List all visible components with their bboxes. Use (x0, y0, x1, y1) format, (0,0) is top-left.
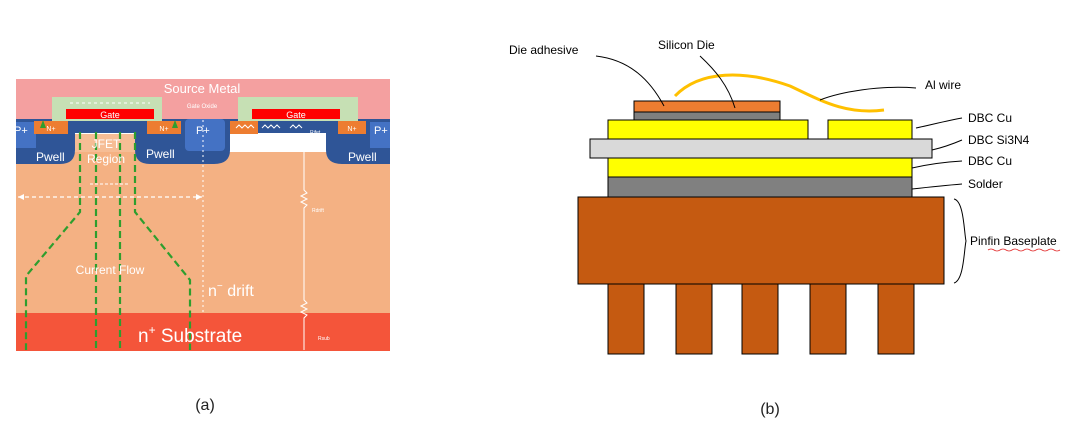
p-plus-right (370, 122, 390, 148)
die-adhesive-layer (633, 111, 781, 121)
gate-left-label: Gate (100, 110, 120, 120)
pwell-left-label: Pwell (36, 150, 65, 164)
n-plus-1-label: N+ (46, 126, 55, 133)
jfet-region (75, 134, 135, 168)
power-module-stack (577, 100, 945, 355)
rsub-label: Rsub (318, 336, 330, 342)
n-plus-2-label: N+ (159, 126, 168, 133)
die-adhesive-label: Die adhesive (509, 43, 579, 57)
leader-lines (595, 55, 967, 284)
gate-right (252, 109, 340, 119)
rch-label: Rch (262, 136, 271, 142)
pin-fin (675, 283, 713, 355)
gate-oxide-label: Gate Oxide (187, 104, 218, 110)
pwell-middle-label: Pwell (146, 147, 175, 161)
p-plus-left (16, 122, 36, 148)
p-plus-right-label: P+ (374, 125, 388, 137)
n-plus-4-label: N+ (347, 126, 356, 133)
current-flow-label: Current Flow (76, 263, 145, 277)
current-arrow-left (40, 120, 46, 128)
dbc-cu-bottom (607, 157, 913, 178)
pwell-right-label: Pwell (348, 150, 377, 164)
gate-left (66, 109, 154, 119)
dbc-si3n4 (589, 138, 933, 159)
pin-fin (741, 283, 779, 355)
pin-fin (809, 283, 847, 355)
current-flow-path (24, 132, 192, 350)
p-plus-middle-label: P+ (196, 125, 210, 137)
caption-a: (a) (195, 397, 215, 414)
al-wire (673, 73, 885, 113)
pinfin-baseplate (577, 196, 945, 285)
p-plus-middle (185, 119, 225, 151)
jfet-label-line1: JFET (92, 137, 121, 151)
rjfet-label: Rjfet (310, 130, 321, 136)
jfet-label-line2: Region (87, 152, 125, 166)
n-plus-substrate (16, 313, 390, 351)
gate-right-label: Gate (286, 110, 306, 120)
pin-fin (877, 283, 915, 355)
dbc-cu-bottom-label: DBC Cu (968, 154, 1012, 168)
rdrift-label: Rdrift (312, 208, 325, 214)
al-wire-label: Al wire (925, 78, 961, 92)
n-plus-4 (338, 121, 366, 134)
dbc-cu-top-label: DBC Cu (968, 111, 1012, 125)
silicon-die (633, 100, 781, 113)
current-arrow-right (172, 120, 178, 128)
arrow-head-left (18, 194, 24, 200)
solder-label: Solder (968, 177, 1003, 191)
pin-fin (607, 283, 645, 355)
spellcheck-underline (987, 248, 1061, 252)
n-substrate-label: n+ Substrate (138, 323, 242, 347)
arrow-head-right (196, 194, 202, 200)
n-plus-3 (230, 121, 258, 134)
dbc-cu-top-right (827, 119, 913, 140)
p-plus-left-label: P+ (14, 125, 28, 137)
n-plus-2 (147, 121, 181, 134)
dbc-cu-top-left (607, 119, 809, 140)
dbc-si3n4-label: DBC Si3N4 (968, 133, 1030, 147)
silicon-die-label: Silicon Die (658, 38, 715, 52)
rs-label: Rs (233, 136, 240, 142)
mosfet-cross-section: Source Metal Gate Gate Gate Oxide P+ P+ … (14, 79, 390, 351)
resistor-network (235, 124, 309, 350)
ra-label: Ra (287, 136, 294, 142)
pinfin-baseplate-label: Pinfin Baseplate (970, 234, 1057, 248)
source-metal-label: Source Metal (164, 81, 241, 96)
n-drift-label: n− drift (208, 281, 254, 300)
solder-layer (607, 176, 913, 198)
caption-b: (b) (760, 401, 780, 418)
